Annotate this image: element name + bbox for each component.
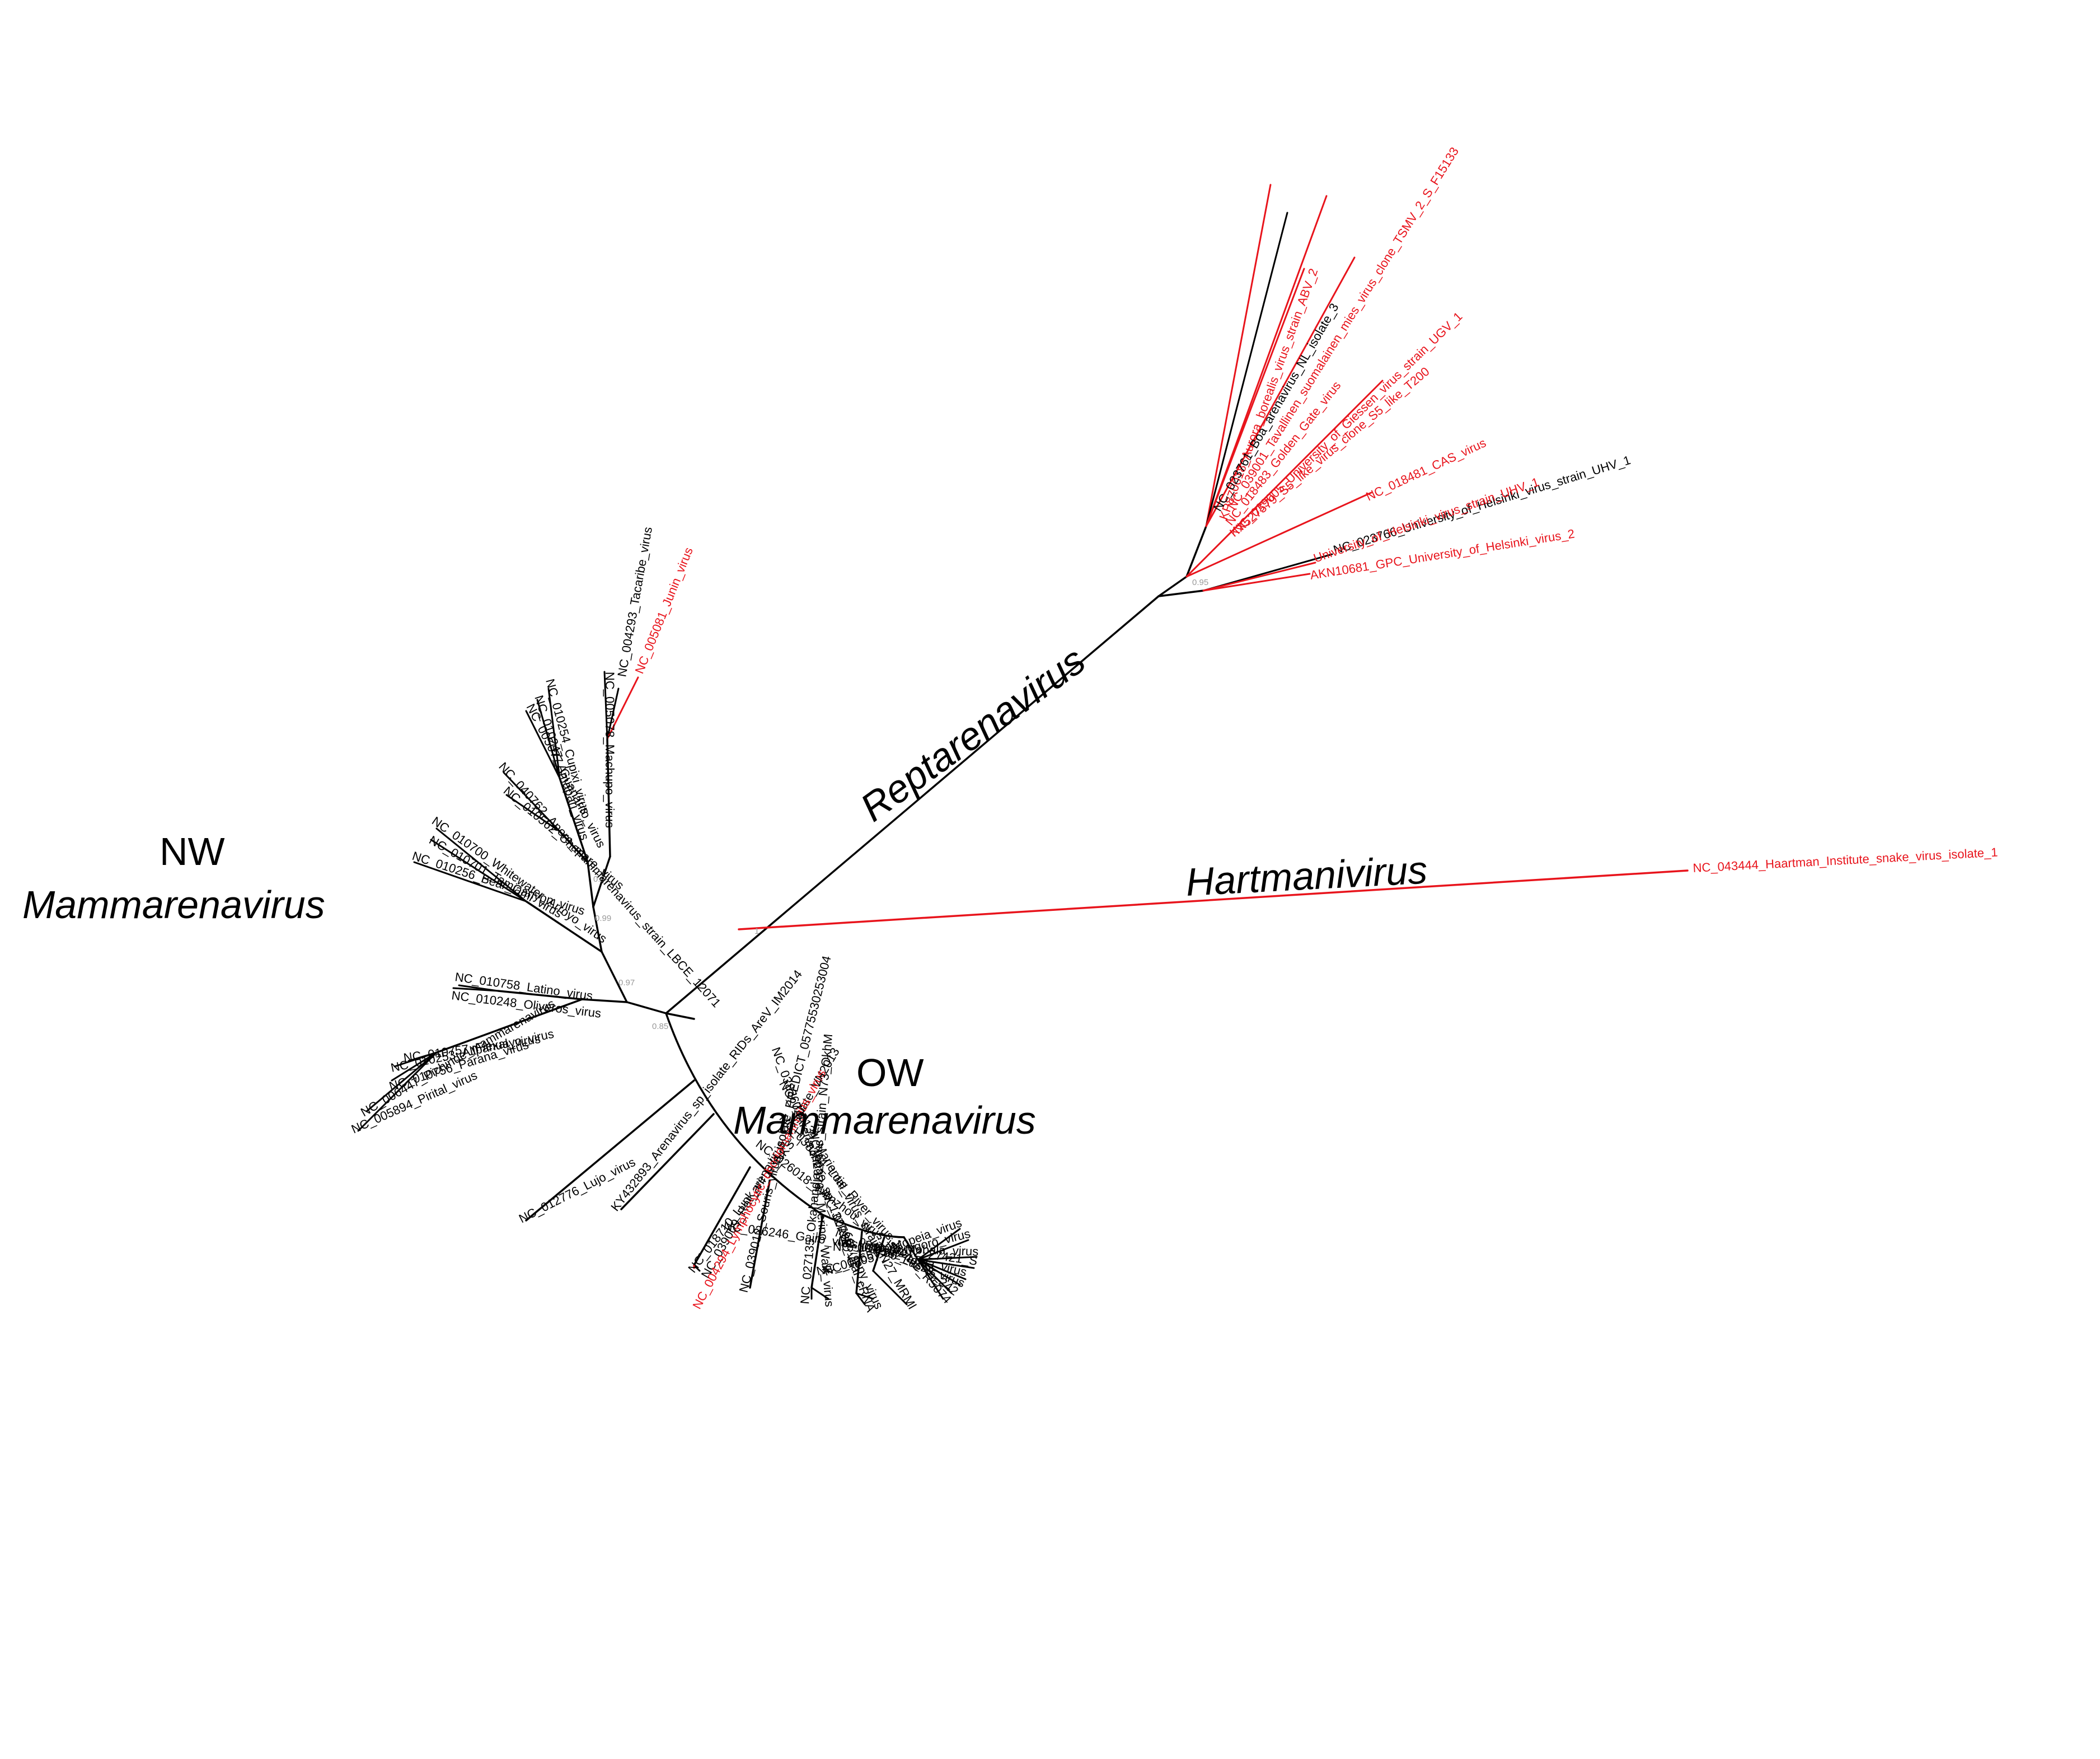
branch-line: [525, 1079, 695, 1222]
leaf-branch: [547, 687, 561, 779]
branch-line: [559, 777, 589, 863]
branch-line: [620, 1113, 715, 1210]
leaf-branch: [872, 1270, 908, 1306]
branch-line: [693, 1166, 751, 1266]
leaf-branch: [855, 1292, 874, 1300]
branch-line: [592, 855, 611, 908]
leaf-branch: [855, 1292, 866, 1306]
leaf-branch: [1205, 184, 1272, 527]
support-value: 0.97: [618, 978, 635, 988]
leaf-branch: [413, 861, 527, 902]
support-value: 0.99: [595, 914, 611, 923]
leaf-branch: [693, 1264, 701, 1272]
leaf-branch: [603, 671, 608, 740]
tree-branches: [357, 184, 1689, 1306]
leaf-branch: [1185, 380, 1384, 578]
leaf-branch: [505, 794, 561, 832]
clade-label-nw: NW: [160, 830, 225, 873]
branch-line: [606, 738, 611, 858]
leaf-branch: [1205, 256, 1356, 527]
support-values: 1 0.97 0.85 0.99 0.99 0.95: [593, 578, 1208, 1031]
leaf-branch: [810, 1286, 829, 1300]
branch-reptarenavirus-stem: [665, 595, 1160, 1014]
leaf-branch: [1205, 212, 1288, 527]
leaf-branch: [536, 699, 561, 779]
clade-label-reptarenavirus: Reptarenavirus: [852, 638, 1093, 830]
leaf-branch: [430, 839, 527, 902]
support-value: 1: [754, 927, 759, 936]
leaf-branch: [1202, 562, 1316, 592]
leaf-branch: [1202, 573, 1311, 592]
branch-line: [581, 998, 628, 1003]
leaf-branch: [525, 710, 561, 779]
leaf-branch: [435, 827, 527, 902]
leaf-branch: [917, 1259, 975, 1269]
leaf-branch: [917, 1259, 944, 1300]
branch-line: [810, 1214, 824, 1289]
support-value: 0.85: [652, 1022, 668, 1031]
leaf-branch: [503, 771, 561, 832]
branch-line: [601, 951, 628, 1003]
branch-line: [872, 1236, 885, 1272]
leaf-branch: [917, 1259, 953, 1294]
leaf-label: NC_018481_CAS_virus: [1364, 436, 1488, 503]
branch-line: [665, 1012, 695, 1020]
leaf-label: NC_006447_Pichinde_mammarenavirus: [358, 997, 557, 1120]
leaf-branch: [365, 1051, 438, 1112]
branch-line: [435, 998, 583, 1054]
leaf-label: NC_005078_Machupo_virus: [603, 672, 617, 828]
branch-line: [1157, 576, 1188, 597]
leaf-branch: [917, 1259, 961, 1286]
clade-label-ow: OW: [856, 1051, 924, 1094]
leaf-branch: [693, 1253, 701, 1266]
branch-line: [587, 861, 594, 908]
leaf-branch: [917, 1228, 961, 1261]
leaf-labels: KP870018_Aurora_borealis_virus_strain_AB…: [349, 144, 1998, 1314]
branch-line: [1185, 525, 1207, 578]
leaf-branch: [452, 987, 499, 992]
branch-line: [903, 1236, 919, 1261]
leaf-label: NC_043444_Haartman_Institute_snake_virus…: [1693, 845, 1998, 875]
branch-line: [525, 900, 603, 953]
leaf-branch: [357, 1051, 438, 1132]
leaf-branch: [606, 676, 639, 740]
leaf-branch: [917, 1239, 969, 1261]
clade-label-hartmanivirus: Hartmanivirus: [1185, 848, 1428, 904]
leaf-branch: [1205, 268, 1305, 527]
leaf-label: NC_039001_Tavallinen_suomalainen_mies_vi…: [1225, 144, 1461, 512]
branch-line: [855, 1231, 863, 1294]
branch-line: [559, 830, 589, 863]
leaf-branch: [917, 1256, 978, 1261]
branch-hartmanivirus: [738, 869, 1689, 930]
branch-nw-stem: [626, 1001, 667, 1014]
leaf-branch: [1185, 492, 1372, 578]
support-value: 0.95: [1192, 578, 1208, 587]
branch-line: [1157, 590, 1204, 597]
branch-line: [749, 1180, 771, 1289]
support-value: 0.99: [593, 874, 610, 884]
leaf-branch: [393, 1051, 438, 1068]
leaf-label: AKN10681_GPC_University_of_Helsinki_viru…: [1309, 526, 1576, 582]
branch-line: [497, 990, 583, 1000]
branch-ow-arc: [665, 1012, 905, 1238]
leaf-branch: [606, 687, 620, 740]
clade-label-nw-mammarenavirus: Mammarenavirus: [22, 883, 325, 927]
branch-line: [592, 906, 603, 953]
clade-label-ow-mammarenavirus: Mammarenavirus: [733, 1098, 1036, 1142]
leaf-branch: [391, 1051, 438, 1082]
leaf-branch: [917, 1259, 967, 1280]
